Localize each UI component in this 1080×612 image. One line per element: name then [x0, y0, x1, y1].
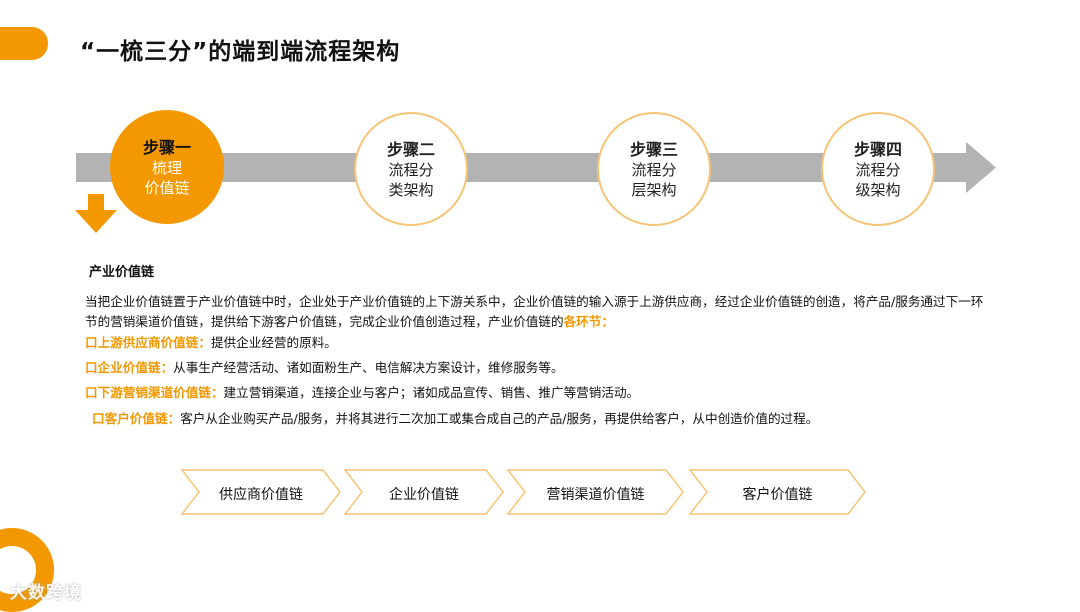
list-item-label: 口上游供应商价值链： — [85, 335, 211, 350]
list-item-label: 口客户价值链： — [92, 411, 181, 426]
list-item-supplier: 口上游供应商价值链：提供企业经营的原料。 — [85, 332, 337, 351]
chain-label-customer: 客户价值链 — [742, 487, 813, 503]
list-item-label: 口企业价值链： — [85, 360, 174, 375]
process-arrow-head — [966, 142, 996, 193]
description-paragraph: 当把企业价值链置于产业价值链中时，企业处于产业价值链的上下游关系中，企业价值链的… — [85, 292, 995, 332]
list-item-enterprise: 口企业价值链：从事生产经营活动、诸如面粉生产、电信解决方案设计，维修服务等。 — [85, 357, 564, 376]
chain-chevron-4 — [688, 469, 866, 515]
list-item-text: 提供企业经营的原料。 — [210, 335, 337, 350]
step-4-desc-line2: 级架构 — [855, 180, 901, 199]
process-arrow-shaft — [76, 153, 968, 182]
watermark-logo: 大数跨境 — [10, 583, 82, 603]
page-title: “一梳三分”的端到端流程架构 — [80, 39, 401, 65]
list-item-customer: 口客户价值链：客户从企业购买产品/服务，并将其进行二次加工或集合成自己的产品/服… — [92, 408, 818, 427]
step-4-desc-line1: 流程分 — [855, 160, 901, 179]
chain-chevron-1 — [180, 469, 341, 515]
list-item-text: 从事生产经营活动、诸如面粉生产、电信解决方案设计，维修服务等。 — [173, 360, 564, 375]
list-item-text: 客户从企业购买产品/服务，并将其进行二次加工或集合成自己的产品/服务，再提供给客… — [180, 411, 819, 426]
paragraph-highlight: 各环节： — [563, 314, 614, 329]
step-2-title: 步骤二 — [386, 139, 435, 159]
list-item-text: 建立营销渠道，连接企业与客户；诸如成品宣传、销售、推广等营销活动。 — [223, 385, 640, 400]
paragraph-text: 当把企业价值链置于产业价值链中时，企业处于产业价值链的上下游关系中，企业价值链的… — [85, 294, 984, 329]
chain-label-channel: 营销渠道价值链 — [546, 487, 645, 503]
step-1-circle: 步骤一 梳理 价值链 — [110, 110, 224, 224]
step-2-desc-line1: 流程分 — [388, 160, 434, 179]
chain-chevron-2 — [343, 469, 504, 515]
list-item-label: 口下游营销渠道价值链： — [85, 385, 224, 400]
step-4-title: 步骤四 — [853, 139, 902, 159]
step-4-circle: 步骤四 流程分 级架构 — [821, 112, 935, 226]
step-3-desc-line1: 流程分 — [631, 160, 677, 179]
step-3-title: 步骤三 — [629, 139, 678, 159]
down-arrow-icon — [75, 194, 117, 233]
list-item-channel: 口下游营销渠道价值链：建立营销渠道，连接企业与客户；诸如成品宣传、销售、推广等营… — [85, 382, 639, 401]
section-title: 产业价值链 — [89, 265, 155, 280]
step-3-desc-line2: 层架构 — [631, 180, 677, 199]
step-2-circle: 步骤二 流程分 类架构 — [354, 112, 468, 226]
chain-label-enterprise: 企业价值链 — [389, 487, 459, 503]
step-1-desc-line1: 梳理 — [151, 158, 182, 177]
chain-chevron-3 — [506, 469, 684, 515]
step-1-desc-line2: 价值链 — [144, 178, 190, 197]
chain-label-supplier: 供应商价值链 — [219, 487, 303, 503]
step-1-title: 步骤一 — [142, 137, 191, 157]
step-2-desc-line2: 类架构 — [388, 180, 434, 199]
title-accent-tab — [0, 27, 48, 60]
step-3-circle: 步骤三 流程分 层架构 — [597, 112, 711, 226]
